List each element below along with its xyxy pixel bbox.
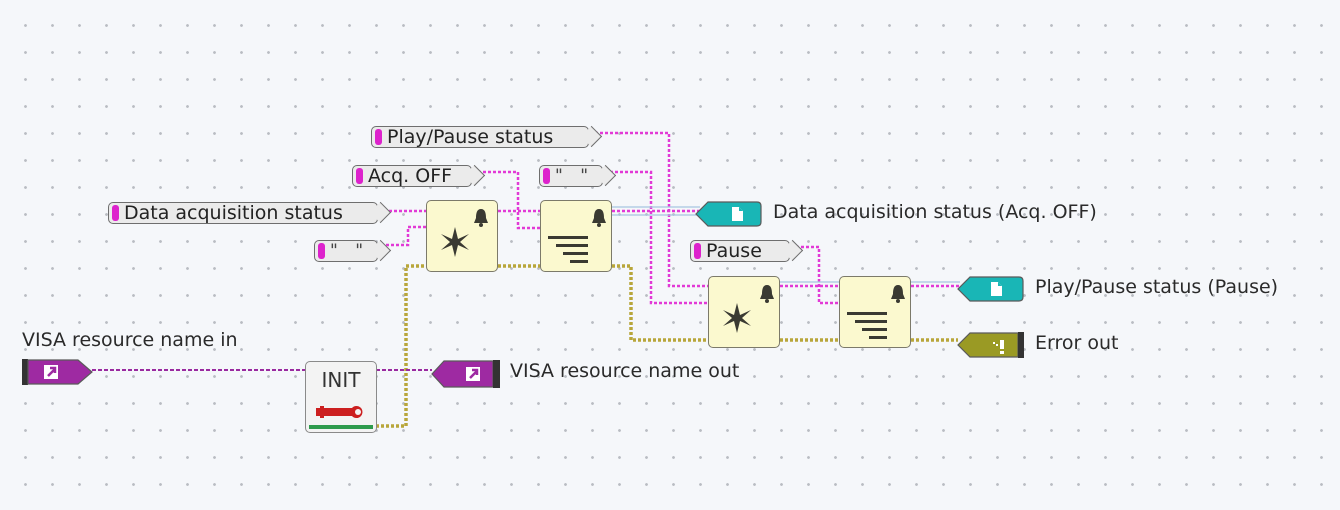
init-label: INIT [321,368,361,392]
play-pause-status-constant[interactable]: Play/Pause status [371,125,603,148]
set-status-node-1[interactable] [426,200,498,272]
arrow-icon [466,367,480,381]
string-pin [356,168,363,184]
data-acq-status-indicator[interactable] [694,201,762,227]
error-icon [993,340,1004,354]
visa-resource-in-control[interactable] [22,358,94,385]
arrow-icon [44,365,58,379]
play-pause-status-out-label: Play/Pause status (Pause) [1035,276,1279,298]
visa-resource-out-label: VISA resource name out [510,360,740,382]
document-icon [732,207,743,221]
star-burst-icon [723,285,774,333]
bell-icon [891,285,905,303]
constant-label: Play/Pause status [387,126,554,148]
error-out-indicator[interactable] [956,332,1024,358]
init-node[interactable]: INIT [305,361,377,433]
error-out-label: Error out [1035,332,1119,354]
bell-icon [592,209,606,227]
format-status-node-1[interactable] [540,200,612,272]
list-lines-icon [847,285,905,339]
string-pin [318,243,325,259]
string-pin [112,205,119,221]
bell-icon [760,285,774,303]
constant-label: " " [555,166,595,186]
string-pin [694,243,701,259]
visa-resource-out-indicator[interactable] [430,360,500,388]
string-pin [375,129,382,145]
constant-label: Data acquisition status [124,202,343,224]
wrench-icon [316,406,363,418]
play-pause-status-indicator[interactable] [956,276,1024,302]
constant-label: Pause [706,240,762,262]
constant-label: Acq. OFF [368,165,453,187]
visa-resource-in-label: VISA resource name in [22,329,238,351]
pause-constant[interactable]: Pause [690,239,804,262]
data-acquisition-status-constant[interactable]: Data acquisition status [108,201,392,224]
set-status-node-2[interactable] [708,276,780,348]
empty-string-constant-top[interactable]: " " [539,164,617,187]
document-icon [991,282,1002,296]
empty-string-constant-left[interactable]: " " [314,239,392,262]
error-wire[interactable] [376,264,958,428]
format-status-node-2[interactable] [839,276,911,348]
list-lines-icon [548,209,606,263]
bell-icon [474,209,488,227]
acq-off-constant[interactable]: Acq. OFF [352,164,486,187]
constant-label: " " [330,241,370,261]
data-acq-status-out-label: Data acquisition status (Acq. OFF) [773,201,1097,223]
star-burst-icon [441,209,488,257]
string-pin [543,168,550,184]
string-wire[interactable] [381,131,960,305]
